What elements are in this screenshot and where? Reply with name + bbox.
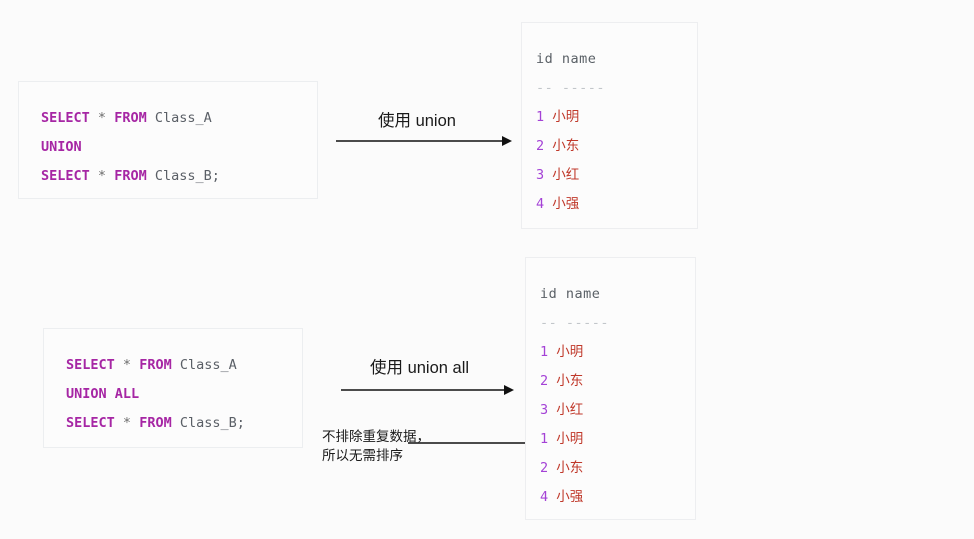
row-name: 小强 (552, 196, 580, 212)
sql-star: * (122, 415, 132, 431)
row-name: 小明 (552, 109, 580, 125)
sql-keyword-from: FROM (114, 110, 147, 126)
sql-semicolon: ; (211, 168, 220, 184)
sql-keyword-select: SELECT (66, 357, 115, 373)
note-no-dedup: 不排除重复数据， 所以无需排序 (322, 429, 430, 463)
sql-keyword-union: UNION (41, 139, 82, 155)
code-line-3: SELECT * FROM Class_B; (66, 409, 280, 438)
sql-table-class-b: Class_B (179, 415, 237, 431)
row-name: 小东 (556, 460, 584, 476)
table-row: 2 小东 (536, 132, 683, 161)
row-id: 3 (536, 167, 545, 183)
table-row: 4 小强 (540, 483, 681, 512)
arrow-union (336, 136, 512, 146)
sql-keyword-select: SELECT (41, 110, 90, 126)
code-block-union-all: SELECT * FROM Class_A UNION ALL SELECT *… (43, 328, 303, 448)
sql-keyword-from: FROM (139, 415, 172, 431)
row-name: 小明 (556, 344, 584, 360)
sql-table-class-b: Class_B (154, 168, 212, 184)
row-id: 1 (540, 344, 549, 360)
arrow-note (408, 438, 535, 448)
sql-semicolon: ; (236, 415, 245, 431)
sql-table-class-a: Class_A (179, 357, 237, 373)
arrow-label-union: 使用 union (378, 112, 456, 130)
sql-star: * (97, 168, 107, 184)
result-separator-union: -- ----- (536, 80, 606, 96)
result-header-union-all: id name (540, 286, 601, 302)
table-row: 3 小红 (540, 396, 681, 425)
arrow-label-union-all: 使用 union all (370, 359, 470, 377)
row-id: 4 (540, 489, 549, 505)
row-id: 2 (540, 373, 549, 389)
result-table-union: id name -- ----- 1 小明 2 小东 3 小红 4 小强 (521, 22, 698, 229)
result-separator-union-all: -- ----- (540, 315, 610, 331)
code-line-2: UNION (41, 133, 295, 162)
sql-keyword-union-all: UNION ALL (66, 386, 140, 402)
row-name: 小东 (556, 373, 584, 389)
code-line-1: SELECT * FROM Class_A (41, 104, 295, 133)
sql-star: * (97, 110, 107, 126)
code-line-3: SELECT * FROM Class_B; (41, 162, 295, 191)
row-id: 2 (540, 460, 549, 476)
result-table-union-all: id name -- ----- 1 小明 2 小东 3 小红 1 小明 2 小… (525, 257, 696, 520)
sql-keyword-select: SELECT (66, 415, 115, 431)
row-id: 1 (536, 109, 545, 125)
code-line-2: UNION ALL (66, 380, 280, 409)
row-name: 小强 (556, 489, 584, 505)
sql-keyword-from: FROM (114, 168, 147, 184)
table-row: 3 小红 (536, 161, 683, 190)
sql-star: * (122, 357, 132, 373)
row-name: 小红 (552, 167, 580, 183)
arrow-union-all-head (504, 385, 514, 395)
table-row: 1 小明 (536, 103, 683, 132)
sql-keyword-select: SELECT (41, 168, 90, 184)
row-id: 3 (540, 402, 549, 418)
row-id: 4 (536, 196, 545, 212)
table-row: 1 小明 (540, 425, 681, 454)
row-name: 小明 (556, 431, 584, 447)
row-name: 小红 (556, 402, 584, 418)
table-row: 1 小明 (540, 338, 681, 367)
sql-table-class-a: Class_A (154, 110, 212, 126)
row-name: 小东 (552, 138, 580, 154)
row-id: 1 (540, 431, 549, 447)
row-id: 2 (536, 138, 545, 154)
arrow-union-all (341, 385, 514, 395)
result-header-union: id name (536, 51, 597, 67)
sql-keyword-from: FROM (139, 357, 172, 373)
code-line-1: SELECT * FROM Class_A (66, 351, 280, 380)
table-row: 2 小东 (540, 454, 681, 483)
code-block-union: SELECT * FROM Class_A UNION SELECT * FRO… (18, 81, 318, 199)
table-row: 4 小强 (536, 190, 683, 219)
table-row: 2 小东 (540, 367, 681, 396)
arrow-union-head (502, 136, 512, 146)
